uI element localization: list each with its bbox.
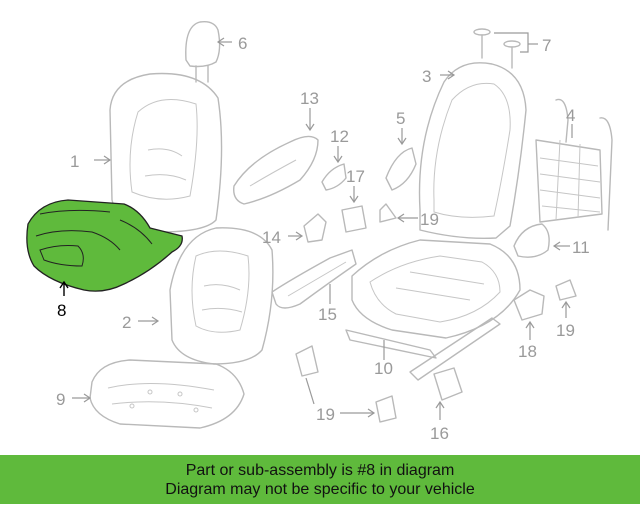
callout-18: 18 [518, 342, 537, 361]
part-seat-track-frame[interactable] [345, 239, 521, 381]
part-seat-cushion-pad[interactable] [26, 199, 183, 296]
callout-15: 15 [318, 305, 337, 324]
part-recliner-cover[interactable] [513, 223, 570, 258]
callout-19-bottom: 19 [316, 405, 335, 424]
part-bracket-18[interactable] [513, 289, 545, 340]
callout-11: 11 [572, 238, 590, 257]
part-clip-19-right[interactable] [555, 279, 577, 318]
callout-17: 17 [346, 167, 365, 186]
part-clips-19-bottom[interactable] [295, 345, 397, 423]
part-cushion-pad[interactable] [72, 359, 245, 429]
callout-19-upper: 19 [420, 210, 439, 229]
part-headrest-guides[interactable] [473, 28, 538, 69]
callout-8: 8 [57, 301, 66, 320]
seat-parts-diagram: 6 1 8 2 9 [26, 20, 613, 443]
callout-16: 16 [430, 424, 449, 443]
callout-2: 2 [122, 313, 131, 332]
callout-9: 9 [56, 390, 65, 409]
callout-13: 13 [300, 89, 319, 108]
banner-line-1: Part or sub-assembly is #8 in diagram [185, 461, 455, 479]
callout-12: 12 [330, 127, 349, 146]
part-trim-cover[interactable] [321, 146, 347, 191]
callout-19-right: 19 [556, 321, 575, 340]
part-clip-19-upper[interactable] [379, 203, 418, 223]
diagram-notice-banner: Part or sub-assembly is #8 in diagram Di… [0, 455, 640, 504]
callout-4: 4 [566, 106, 575, 125]
callout-5: 5 [396, 109, 405, 128]
part-side-panel[interactable] [385, 128, 417, 191]
callout-3: 3 [422, 67, 431, 86]
part-track-cover[interactable] [271, 249, 357, 309]
callout-10: 10 [374, 359, 393, 378]
part-latch-cover[interactable] [433, 367, 463, 420]
part-side-shield[interactable] [233, 108, 319, 205]
banner-line-2: Diagram may not be specific to your vehi… [165, 480, 475, 498]
part-headrest[interactable] [185, 20, 232, 83]
part-clip-14[interactable] [288, 213, 327, 243]
callout-6: 6 [238, 34, 247, 53]
part-bracket-17[interactable] [341, 186, 367, 233]
callout-1: 1 [70, 152, 79, 171]
callout-14: 14 [262, 228, 281, 247]
part-spring-mat[interactable] [535, 98, 613, 231]
callout-7: 7 [542, 36, 551, 55]
part-seat-back-frame[interactable] [418, 62, 527, 239]
